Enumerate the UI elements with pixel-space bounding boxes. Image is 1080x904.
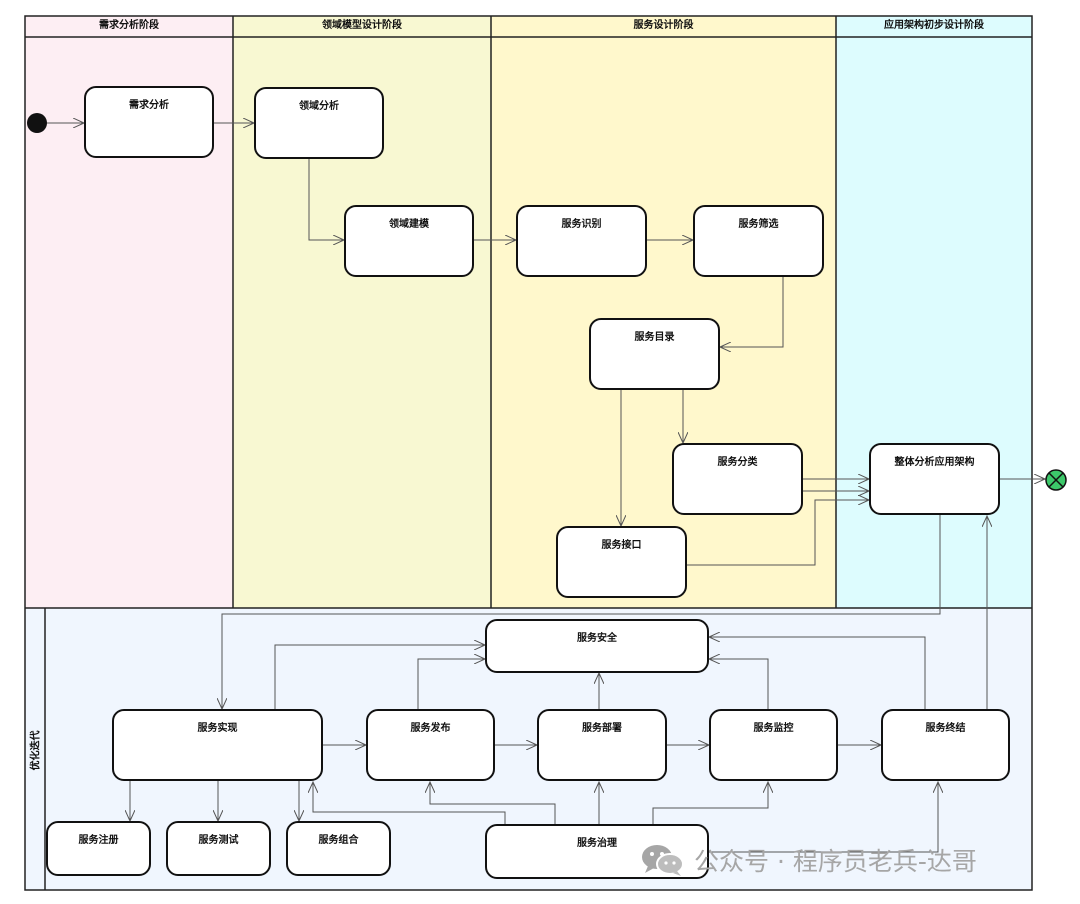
node-service-publish: 服务发布 <box>366 709 495 781</box>
node-service-compose: 服务组合 <box>286 821 391 876</box>
node-service-classify: 服务分类 <box>672 443 803 515</box>
node-service-security: 服务安全 <box>485 619 709 673</box>
lane-header-architecture: 应用架构初步设计阶段 <box>884 20 984 31</box>
node-service-impl: 服务实现 <box>112 709 323 781</box>
node-service-monitor: 服务监控 <box>709 709 838 781</box>
edge-impl-security <box>274 645 485 709</box>
node-service-deploy: 服务部署 <box>537 709 667 781</box>
edge-govern-end <box>709 782 938 853</box>
node-service-identify: 服务识别 <box>516 205 647 277</box>
edge-end-security <box>709 637 926 709</box>
edge-govern-impl <box>313 782 506 824</box>
edge-filter-catalog <box>720 277 784 347</box>
edge-govern-publish <box>430 782 556 824</box>
node-service-register: 服务注册 <box>46 821 151 876</box>
watermark: 公众号 · 程序员老兵-达哥 <box>640 840 977 880</box>
edge-domain-modeling <box>308 159 344 240</box>
edge-arch-impl <box>222 515 941 709</box>
node-domain-modeling: 领域建模 <box>344 205 474 277</box>
edge-interface-arch <box>687 500 869 566</box>
node-domain-analysis: 领域分析 <box>254 87 384 159</box>
node-service-test: 服务测试 <box>166 821 271 876</box>
node-overall-arch: 整体分析应用架构 <box>869 443 1000 515</box>
watermark-text: 公众号 · 程序员老兵-达哥 <box>694 847 977 876</box>
lane-header-requirements: 需求分析阶段 <box>99 20 159 31</box>
lane-header-service-design: 服务设计阶段 <box>633 20 694 31</box>
node-service-end: 服务终结 <box>881 709 1010 781</box>
edge-govern-monitor <box>652 782 768 824</box>
lane-header-domain-model: 领域模型设计阶段 <box>322 20 402 31</box>
wechat-icon <box>642 845 684 876</box>
edge-publish-security <box>417 659 485 709</box>
edge-monitor-security <box>709 659 769 709</box>
node-service-filter: 服务筛选 <box>693 205 824 277</box>
node-service-interface: 服务接口 <box>556 526 687 598</box>
node-req-analysis: 需求分析 <box>84 86 214 158</box>
start-node <box>27 113 47 133</box>
end-node <box>1045 469 1067 491</box>
node-service-catalog: 服务目录 <box>589 318 720 390</box>
